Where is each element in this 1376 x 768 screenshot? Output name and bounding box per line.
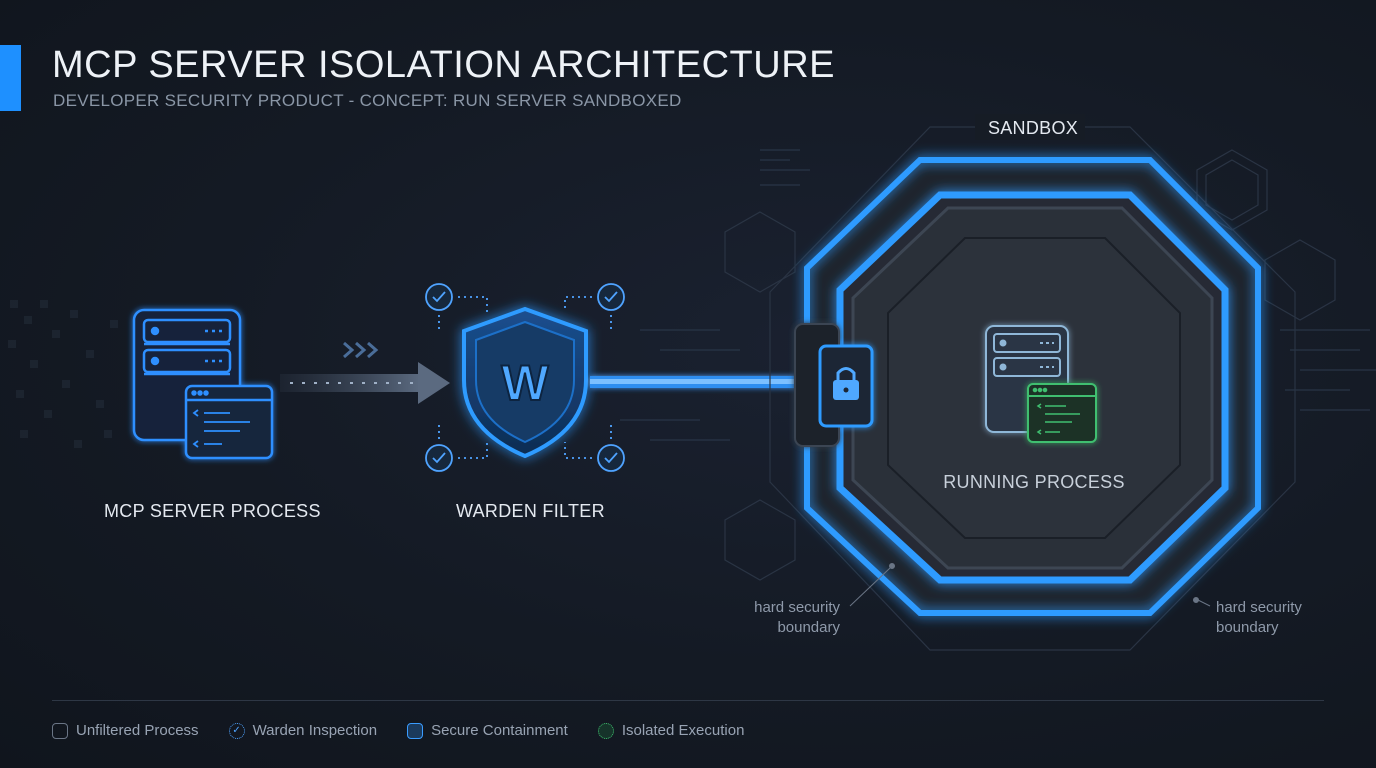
boundary-note-left-line2: boundary [777,619,840,636]
legend-swatch-plain [52,722,68,739]
running-process-terminal-icon [1027,383,1097,443]
legend-swatch-check-icon: ✓ [228,722,245,739]
sandbox-label-backdrop [975,114,1085,140]
legend-divider [52,700,1324,701]
lock-icon [794,323,874,447]
background-texture-left [8,300,118,448]
boundary-note-right-line1: hard security [1216,599,1302,616]
boundary-note-right-line2: boundary [1216,619,1279,636]
legend-label: Secure Containment [431,722,568,739]
architecture-diagram: W [8,114,1376,651]
server-terminal-icon [132,308,274,460]
shield-w-icon [462,306,588,459]
background-hex-pattern [724,149,1336,581]
title-accent-bar [0,45,21,111]
boundary-note-left: hard security boundary [740,598,840,638]
page-subtitle: DEVELOPER SECURITY PRODUCT - CONCEPT: RU… [53,91,682,110]
page-title: MCP SERVER ISOLATION ARCHITECTURE [52,44,835,86]
legend-swatch-solid-blue [407,722,424,739]
sandbox-label: SANDBOX [987,118,1079,138]
shield-glyph: W [501,355,549,411]
background-data-lines [620,149,1376,441]
legend: Unfiltered Process ✓ Warden Inspection S… [52,722,744,739]
legend-item-warden: ✓ Warden Inspection [228,722,378,739]
legend-swatch-dotted-green [597,722,614,739]
legend-label: Warden Inspection [252,722,378,739]
running-process-label: RUNNING PROCESS [943,472,1125,492]
legend-label: Isolated Execution [621,722,745,739]
legend-item-isolated: Isolated Execution [597,722,745,739]
legend-label: Unfiltered Process [76,722,199,739]
warden-label: WARDEN FILTER [456,501,605,521]
flow-chevrons-icon [343,341,379,359]
boundary-note-right: hard security boundary [1216,598,1302,638]
flow-arrow-server-to-warden [280,362,450,404]
warden-inspection-checks [425,283,625,472]
legend-item-unfiltered: Unfiltered Process [52,722,199,739]
server-label: MCP SERVER PROCESS [104,501,321,521]
boundary-leaders [849,563,1211,607]
legend-item-containment: Secure Containment [407,722,568,739]
boundary-note-left-line1: hard security [754,599,840,616]
